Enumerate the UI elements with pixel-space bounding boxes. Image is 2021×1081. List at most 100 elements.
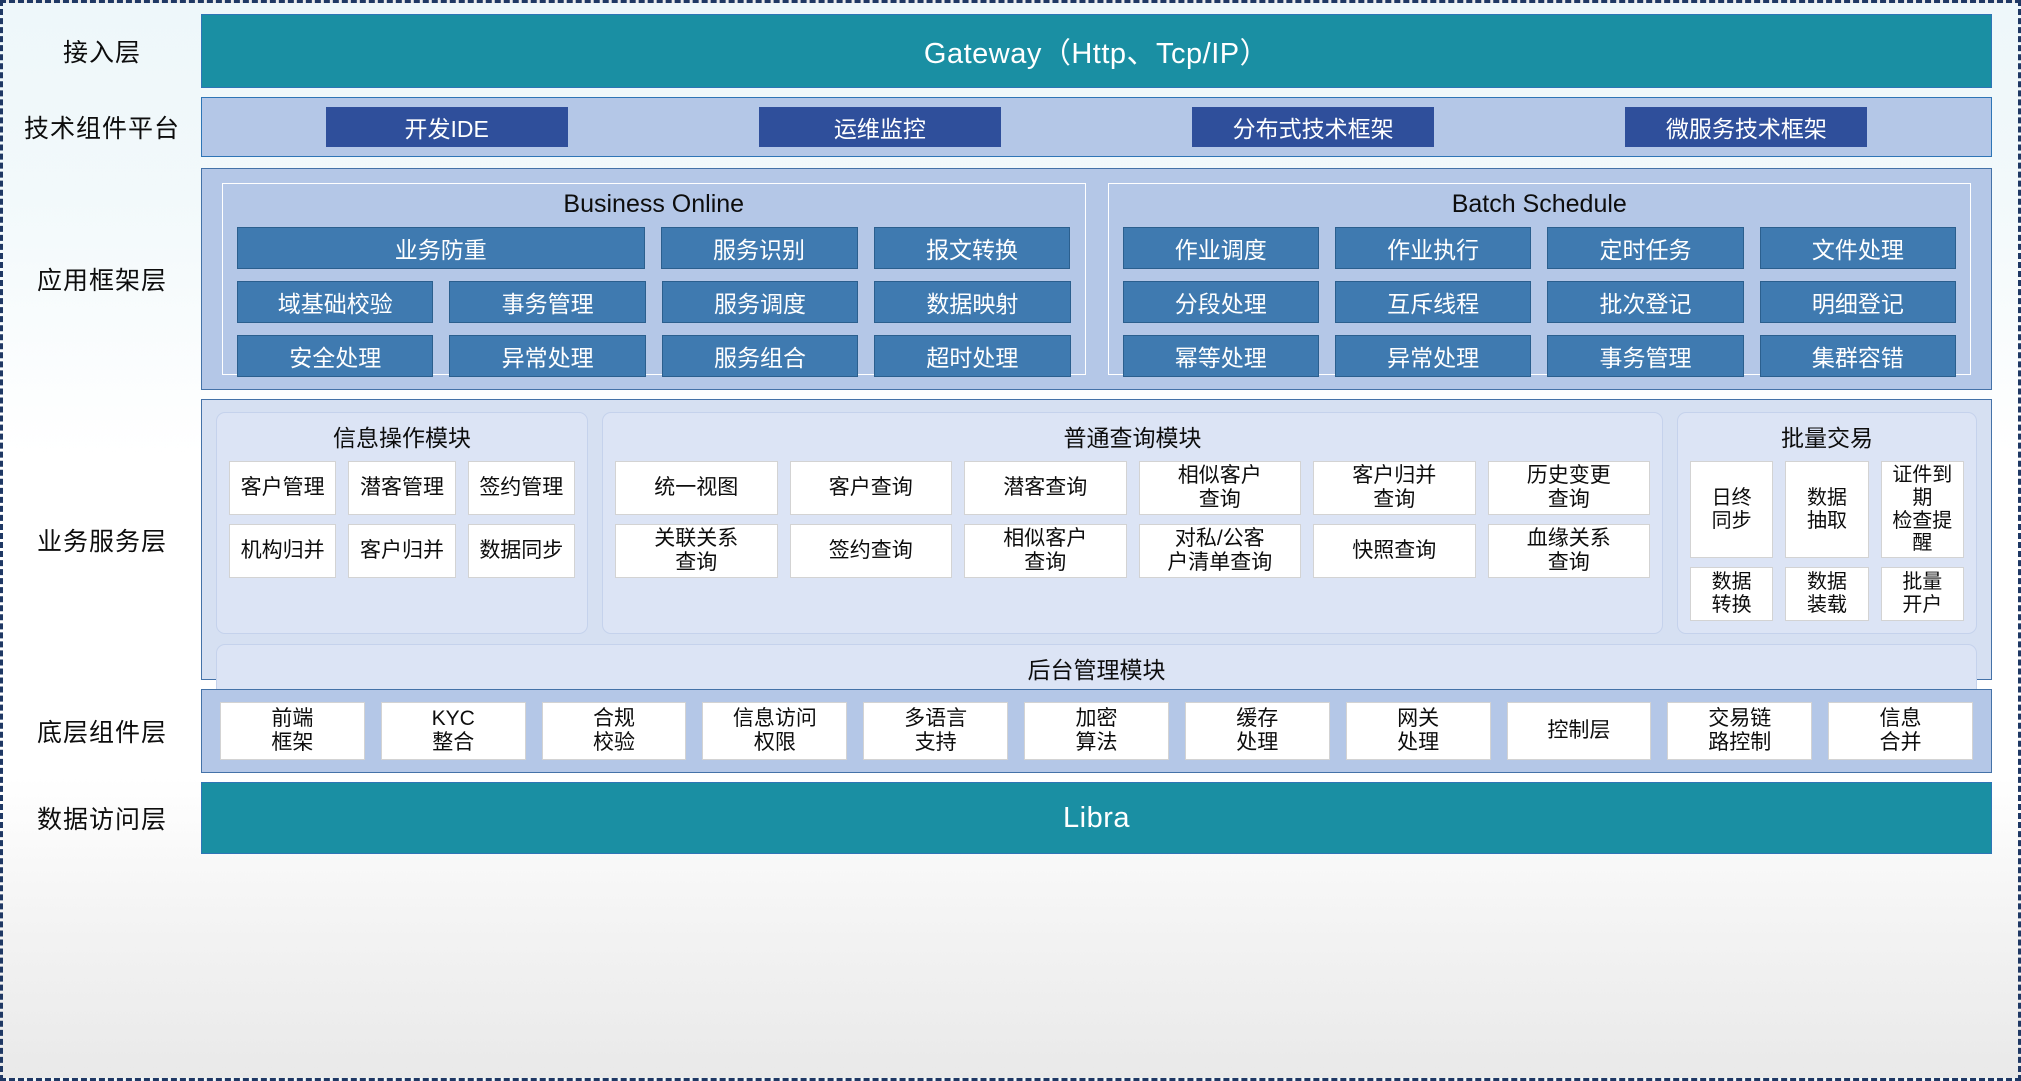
cell-similar-customer-query-2[interactable]: 相似客户查询: [964, 524, 1127, 578]
app-cell-exception-2[interactable]: 异常处理: [1334, 335, 1532, 377]
cell-batch-open-account[interactable]: 批量开户: [1880, 567, 1964, 622]
layer-label-business-service: 业务服务层: [36, 527, 167, 556]
cell-encryption-algorithm[interactable]: 加密算法: [1024, 702, 1169, 760]
app-cell-job-execute[interactable]: 作业执行: [1334, 227, 1532, 269]
layer-row-data-access: 数据访问层 Libra: [3, 782, 2018, 854]
module-row: 统一视图 客户查询 潜客查询 相似客户查询 客户归并查询 历史变更查询: [615, 461, 1650, 515]
app-group-business-online: Business Online 业务防重 服务识别 报文转换 域基础校验 事务管…: [222, 183, 1086, 377]
app-cell-job-schedule[interactable]: 作业调度: [1122, 227, 1319, 269]
app-row: 分段处理 互斥线程 批次登记 明细登记: [1122, 281, 1956, 323]
app-row: 域基础校验 事务管理 服务调度 数据映射: [237, 281, 1071, 323]
cell-data-transform[interactable]: 数据转换: [1690, 567, 1774, 622]
app-cell-segment-process[interactable]: 分段处理: [1122, 281, 1319, 323]
app-cell-tx-manage[interactable]: 事务管理: [449, 281, 646, 323]
layer-label-access: 接入层: [62, 39, 141, 67]
app-cell-svc-schedule[interactable]: 服务调度: [661, 281, 859, 323]
tech-box-distributed-framework[interactable]: 分布式技术框架: [1192, 107, 1435, 147]
app-cell-cluster-fault[interactable]: 集群容错: [1759, 335, 1956, 377]
app-cell-security[interactable]: 安全处理: [237, 335, 434, 377]
cell-customer-merge-query[interactable]: 客户归并查询: [1313, 461, 1476, 515]
cell-history-change-query[interactable]: 历史变更查询: [1487, 461, 1650, 515]
gateway-bar[interactable]: Gateway（Http、Tcp/IP）: [201, 14, 1992, 88]
tech-platform-band: 开发IDE 运维监控 分布式技术框架 微服务技术框架: [201, 97, 1992, 157]
module-title-info-operation: 信息操作模块: [333, 425, 471, 451]
module-row: 机构归并 客户归并 数据同步: [229, 524, 575, 578]
app-cell-tx-manage-2[interactable]: 事务管理: [1547, 335, 1744, 377]
module-row: 数据转换 数据装载 批量开户: [1690, 567, 1964, 622]
cell-customer-query[interactable]: 客户查询: [789, 461, 952, 515]
layer-label-tech-platform: 技术组件平台: [23, 115, 180, 143]
cell-cert-expiry-alert[interactable]: 证件到期检查提醒: [1880, 461, 1964, 559]
app-row: 作业调度 作业执行 定时任务 文件处理: [1122, 227, 1956, 269]
cell-customer-merge[interactable]: 客户归并: [348, 524, 456, 578]
app-row: 业务防重 服务识别 报文转换: [237, 227, 1071, 269]
app-cell-mutex-thread[interactable]: 互斥线程: [1334, 281, 1532, 323]
tech-box-ops-monitor[interactable]: 运维监控: [758, 107, 1001, 147]
cell-unified-view[interactable]: 统一视图: [615, 461, 778, 515]
app-row: 安全处理 异常处理 服务组合 超时处理: [237, 335, 1071, 377]
app-cell-msg-convert[interactable]: 报文转换: [873, 227, 1071, 269]
cell-eod-sync[interactable]: 日终同步: [1690, 461, 1774, 559]
app-group-batch-schedule: Batch Schedule 作业调度 作业执行 定时任务 文件处理 分段处理 …: [1107, 183, 1971, 377]
layer-row-business-service: 业务服务层 信息操作模块 客户管理 潜客管理 签约管理: [3, 399, 2018, 761]
cell-private-public-list-query[interactable]: 对私/公客户清单查询: [1138, 524, 1301, 578]
layer-label-app-framework: 应用框架层: [36, 267, 167, 295]
cell-info-merge[interactable]: 信息合并: [1828, 702, 1973, 760]
cell-transaction-link-control[interactable]: 交易链路控制: [1667, 702, 1813, 760]
cell-contract-query[interactable]: 签约查询: [789, 524, 952, 578]
app-cell-batch-register[interactable]: 批次登记: [1547, 281, 1744, 323]
app-cell-svc-compose[interactable]: 服务组合: [661, 335, 859, 377]
tech-box-dev-ide[interactable]: 开发IDE: [325, 107, 568, 147]
app-cell-timeout[interactable]: 超时处理: [874, 335, 1071, 377]
app-framework-band: Business Online 业务防重 服务识别 报文转换 域基础校验 事务管…: [201, 168, 1992, 390]
app-cell-detail-register[interactable]: 明细登记: [1759, 281, 1956, 323]
app-group-title-business-online: Business Online: [563, 190, 745, 218]
cell-relation-query[interactable]: 关联关系查询: [615, 524, 778, 578]
cell-frontend-framework[interactable]: 前端框架: [220, 702, 365, 760]
module-batch-transaction: 批量交易 日终同步 数据抽取 证件到期检查提醒 数据转换 数据装载 批量开户: [1677, 412, 1977, 635]
app-cell-domain-validate[interactable]: 域基础校验: [237, 281, 434, 323]
cell-customer-manage[interactable]: 客户管理: [229, 461, 337, 515]
cell-snapshot-query[interactable]: 快照查询: [1313, 524, 1476, 578]
libra-bar[interactable]: Libra: [201, 782, 1992, 854]
cell-similar-customer-query[interactable]: 相似客户查询: [1138, 461, 1301, 515]
module-title-admin-management: 后台管理模块: [1027, 657, 1166, 684]
app-row: 幂等处理 异常处理 事务管理 集群容错: [1122, 335, 1956, 377]
cell-contract-manage[interactable]: 签约管理: [467, 461, 575, 515]
module-info-operation: 信息操作模块 客户管理 潜客管理 签约管理 机构归并 客户归并 数据同步: [216, 412, 588, 635]
cell-prospect-query[interactable]: 潜客查询: [964, 461, 1127, 515]
tech-box-microservice-framework[interactable]: 微服务技术框架: [1625, 107, 1868, 147]
cell-multilingual-support[interactable]: 多语言支持: [863, 702, 1009, 760]
module-title-batch-transaction: 批量交易: [1781, 425, 1873, 451]
module-row: 关联关系查询 签约查询 相似客户查询 对私/公客户清单查询 快照查询 血缘关系查…: [615, 524, 1650, 578]
cell-data-load[interactable]: 数据装载: [1785, 567, 1869, 622]
module-row: 日终同步 数据抽取 证件到期检查提醒: [1690, 461, 1964, 559]
cell-control-layer[interactable]: 控制层: [1506, 702, 1652, 760]
app-cell-file-process[interactable]: 文件处理: [1759, 227, 1956, 269]
layer-row-access: 接入层 Gateway（Http、Tcp/IP）: [3, 14, 2018, 88]
app-cell-exception[interactable]: 异常处理: [449, 335, 646, 377]
cell-data-extract[interactable]: 数据抽取: [1785, 461, 1869, 559]
cell-org-merge[interactable]: 机构归并: [229, 524, 337, 578]
cell-info-access-permission[interactable]: 信息访问权限: [702, 702, 848, 760]
layer-label-data-access: 数据访问层: [36, 806, 167, 834]
app-cell-svc-identify[interactable]: 服务识别: [660, 227, 858, 269]
module-title-common-query: 普通查询模块: [1063, 425, 1202, 451]
cell-prospect-manage[interactable]: 潜客管理: [348, 461, 456, 515]
app-cell-cron-task[interactable]: 定时任务: [1547, 227, 1744, 269]
cell-data-sync[interactable]: 数据同步: [467, 524, 575, 578]
layer-label-base-component: 底层组件层: [36, 719, 167, 747]
app-cell-idempotent[interactable]: 幂等处理: [1122, 335, 1319, 377]
cell-cache-processing[interactable]: 缓存处理: [1184, 702, 1330, 760]
app-cell-data-mapping[interactable]: 数据映射: [874, 281, 1071, 323]
cell-lineage-query[interactable]: 血缘关系查询: [1487, 524, 1650, 578]
app-group-title-batch-schedule: Batch Schedule: [1451, 190, 1627, 218]
business-service-band: 信息操作模块 客户管理 潜客管理 签约管理 机构归并 客户归并 数据同步: [201, 399, 1992, 761]
cell-compliance-check[interactable]: 合规校验: [541, 702, 687, 760]
app-cell-biz-dedupe[interactable]: 业务防重: [237, 227, 645, 269]
cell-gateway-processing[interactable]: 网关处理: [1345, 702, 1491, 760]
